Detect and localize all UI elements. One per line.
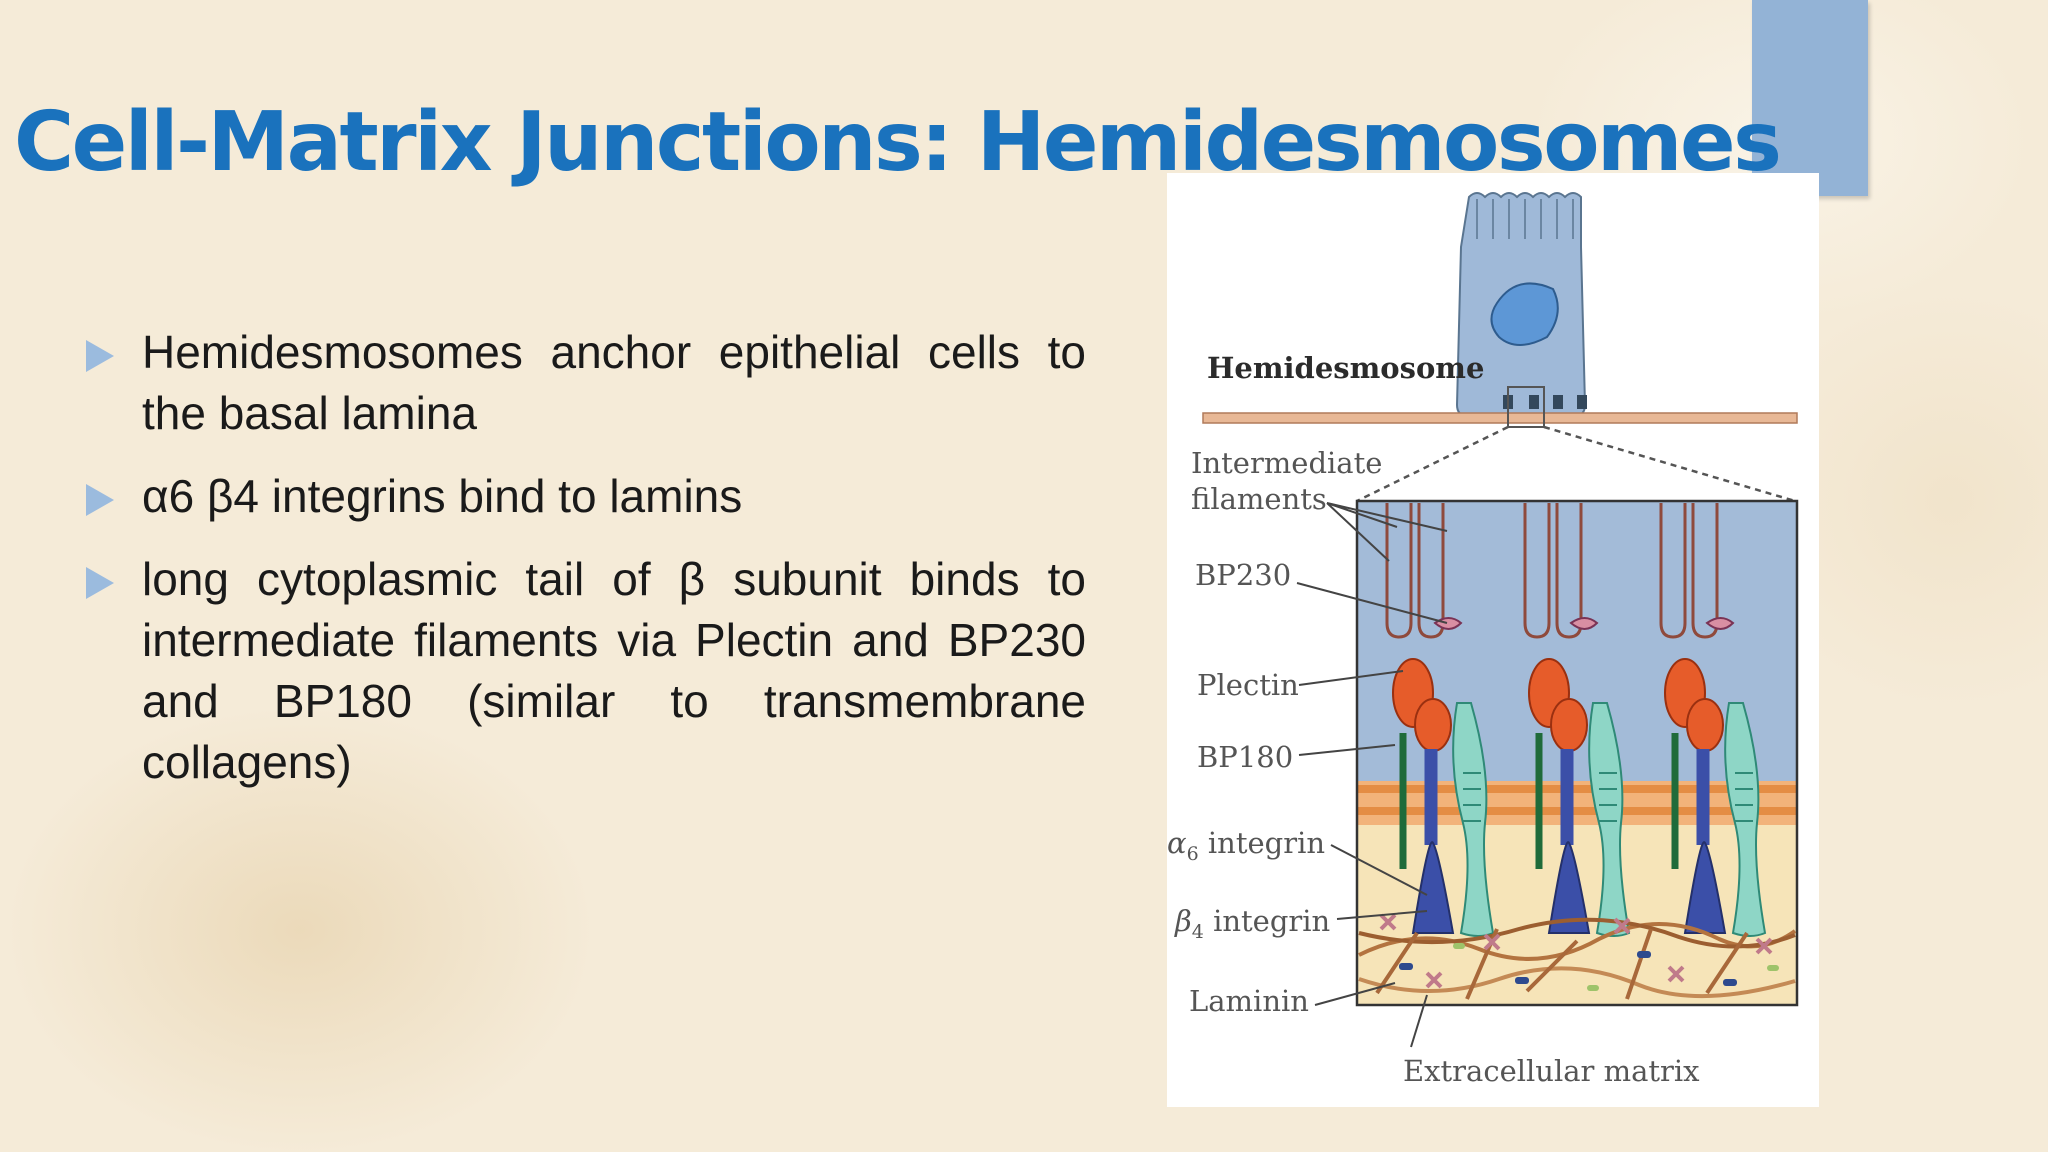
- bullet-list: Hemidesmosomes anchor epithelial cells t…: [86, 322, 1086, 815]
- bullet-item: long cytoplasmic tail of β subunit binds…: [86, 549, 1086, 793]
- plectin-label: Plectin: [1197, 668, 1299, 702]
- bullet-text: α6 β4 integrins bind to lamins: [142, 470, 743, 522]
- beta4-integrin-label: β4 integrin: [1174, 904, 1330, 943]
- triangle-bullet-icon: [86, 340, 114, 372]
- intermediate-filaments-label: filaments: [1191, 482, 1327, 516]
- hemidesmosome-label: Hemidesmosome: [1207, 351, 1484, 385]
- hemidesmosome-figure: Hemidesmosome Intermediate filaments BP2…: [1167, 173, 1819, 1107]
- bullet-text: Hemidesmosomes anchor epithelial cells t…: [142, 326, 1086, 439]
- epithelial-cell: [1455, 192, 1587, 418]
- basal-lamina: [1202, 412, 1798, 424]
- triangle-bullet-icon: [86, 484, 114, 516]
- bp230-label: BP230: [1195, 558, 1291, 592]
- hemidesmosome-diagram: Hemidesmosome Intermediate filaments BP2…: [1167, 192, 1799, 1088]
- bullet-item: α6 β4 integrins bind to lamins: [86, 466, 1086, 527]
- bullet-text: long cytoplasmic tail of β subunit binds…: [142, 553, 1086, 788]
- triangle-bullet-icon: [86, 567, 114, 599]
- laminin-label: Laminin: [1189, 984, 1309, 1018]
- nucleus-icon: [1490, 282, 1559, 346]
- bp180-label: BP180: [1197, 740, 1293, 774]
- zoom-lines: [1356, 425, 1796, 503]
- leader-lines: [1296, 502, 1448, 1048]
- extracellular-matrix-label: Extracellular matrix: [1403, 1054, 1700, 1088]
- alpha6-integrin-label: α6 integrin: [1167, 826, 1325, 865]
- bullet-item: Hemidesmosomes anchor epithelial cells t…: [86, 322, 1086, 444]
- accent-bar: [1752, 0, 1868, 196]
- intermediate-filaments-label: Intermediate: [1191, 446, 1382, 480]
- zoomed-junction-panel: [1355, 499, 1799, 1007]
- zoom-box: [1507, 386, 1545, 428]
